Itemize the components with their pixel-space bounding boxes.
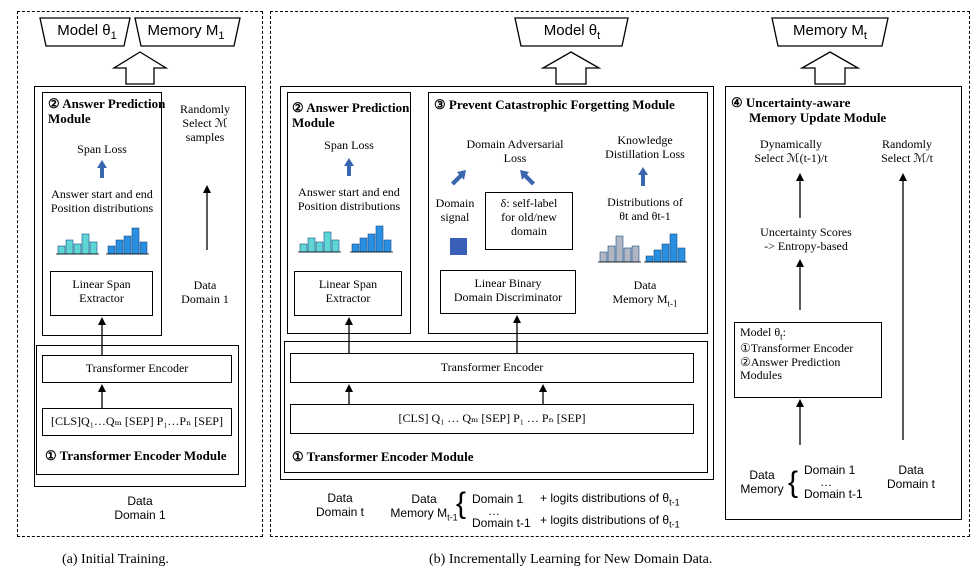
panel-b-bottom-domains: Domain 1…Domain t-1 bbox=[472, 492, 531, 530]
panel-b-input-seq: [CLS] Q₁ … Qₘ [SEP] P₁ … Pₙ [SEP] bbox=[398, 411, 586, 425]
panel-a-linear-span-box bbox=[50, 271, 153, 316]
panel-b-uncert-module bbox=[725, 86, 962, 520]
panel-b-forget-module-title: ③ Prevent Catastrophic Forgetting Module bbox=[434, 97, 675, 112]
panel-b-bottom-logits-1: + logits distributions of θt-1 bbox=[540, 491, 680, 508]
panel-a-span-loss: Span Loss bbox=[77, 142, 127, 156]
panel-b-output-memory: Memory Mt bbox=[793, 22, 867, 42]
panel-a-encoder-module-title: ① Transformer Encoder Module bbox=[45, 448, 227, 463]
panel-a-encoder-box bbox=[42, 355, 232, 383]
panel-b-span-loss: Span Loss bbox=[324, 138, 374, 152]
caption-a: (a) Initial Training. bbox=[62, 552, 169, 567]
panel-b-self-label-box bbox=[485, 192, 573, 250]
caption-b: (b) Incrementally Learning for New Domai… bbox=[429, 552, 713, 567]
panel-b-bottom-logits-2: + logits distributions of θt-1 bbox=[540, 513, 680, 530]
panel-b-encoder-module-title: ① Transformer Encoder Module bbox=[292, 449, 474, 464]
panel-a-input-box bbox=[42, 408, 232, 436]
panel-b-right-domains: Domain 1…Domain t-1 bbox=[804, 463, 863, 501]
panel-a-input-seq: [CLS]Q₁…Qₘ [SEP] P₁…Pₙ [SEP] bbox=[51, 414, 223, 428]
panel-b-right-brace: { bbox=[788, 466, 799, 499]
panel-b-bottom-brace: { bbox=[456, 487, 467, 520]
panel-a-encoder-label: Transformer Encoder bbox=[85, 361, 189, 375]
panel-b-encoder-label: Transformer Encoder bbox=[440, 360, 544, 374]
panel-b-model-theta-box bbox=[734, 322, 882, 398]
panel-b-discriminator-box bbox=[440, 270, 576, 314]
panel-b-linear-span-box bbox=[294, 271, 402, 316]
panel-a-frame bbox=[17, 11, 263, 537]
panel-a-output-memory: Memory M1 bbox=[147, 22, 225, 42]
panel-b-input-box bbox=[290, 404, 694, 434]
panel-b-model-theta: Model θt: ①Transformer Encoder ②Answer P… bbox=[740, 325, 854, 383]
panel-b-output-model: Model θt bbox=[543, 22, 601, 42]
panel-b-frame bbox=[270, 11, 970, 537]
panel-b-encoder-box bbox=[290, 353, 694, 383]
panel-b-uncert-scores: Uncertainty Scores-> Entropy-based bbox=[760, 225, 852, 253]
panel-a-output-model: Model θ1 bbox=[57, 22, 117, 42]
